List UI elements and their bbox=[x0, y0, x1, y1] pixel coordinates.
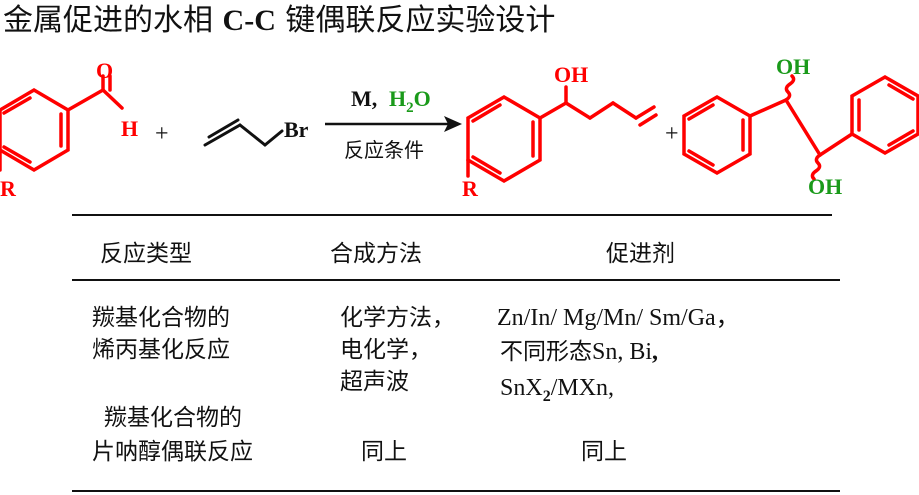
promoter-line2-comma: , bbox=[652, 339, 659, 365]
reagent-metal: M, bbox=[351, 86, 377, 111]
benzaldehyde-ring bbox=[0, 87, 70, 173]
plus-sign-1: + bbox=[155, 121, 169, 147]
reaction-arrow-head bbox=[444, 116, 462, 132]
page-title: 金属促进的水相 C-C 键偶联反应实验设计 bbox=[3, 2, 555, 40]
row1-method-line3: 超声波 bbox=[340, 369, 409, 395]
pinacol-right-ring bbox=[850, 74, 919, 156]
water-subscript: 2 bbox=[406, 100, 414, 116]
row1-type-line1: 羰基化合物的 bbox=[92, 305, 230, 331]
promoter-line3-subscript: 2 bbox=[542, 388, 551, 405]
pinacol-wavy-bond-top bbox=[784, 74, 796, 102]
promoter-line2-chinese: 不同形态 bbox=[500, 339, 592, 365]
row1-type-line2: 烯丙基化反应 bbox=[92, 337, 230, 363]
row1-method-line2: 电化学， bbox=[340, 337, 432, 363]
reagent-water: H2O bbox=[389, 86, 431, 116]
title-prefix: 金属促进的水相 bbox=[3, 3, 223, 38]
aldehyde-hydrogen-label: H bbox=[121, 116, 138, 141]
promoter-line3-mxn: /MXn, bbox=[550, 375, 615, 401]
row1-promoter-line1: Zn/In/ Mg/Mn/ Sm/Ga， bbox=[497, 305, 740, 331]
row1-promoter-line2: 不同形态Sn, Bi, bbox=[500, 337, 658, 367]
row2-type-line2: 片呐醇偶联反应 bbox=[92, 439, 253, 465]
water-o: O bbox=[414, 86, 431, 111]
row2-method: 同上 bbox=[361, 439, 407, 465]
plus-sign-2: + bbox=[665, 121, 679, 147]
title-suffix: 键偶联反应实验设计 bbox=[275, 3, 556, 38]
product-ring bbox=[466, 94, 542, 184]
header-promoter: 促进剂 bbox=[606, 241, 675, 267]
product-r-label: R bbox=[462, 176, 479, 200]
promoter-line3-snx: SnX bbox=[500, 375, 543, 401]
reaction-condition: 反应条件 bbox=[344, 138, 424, 162]
pinacol-wavy-bond-bottom bbox=[810, 153, 822, 181]
promoter-line2-metals: Sn, Bi bbox=[592, 339, 653, 365]
product-oh-label: OH bbox=[554, 62, 588, 87]
table-top-rule bbox=[72, 214, 832, 216]
row1-promoter-line3: SnX2/MXn, bbox=[500, 373, 614, 406]
benzaldehyde bbox=[0, 74, 124, 173]
water-h: H bbox=[389, 86, 406, 111]
row2-type-line1: 羰基化合物的 bbox=[104, 405, 242, 431]
row2-promoter: 同上 bbox=[581, 439, 627, 465]
table-bottom-rule bbox=[72, 490, 840, 492]
table-header-rule bbox=[72, 279, 840, 281]
pinacol-oh-bottom-label: OH bbox=[808, 174, 842, 199]
title-bold: C-C bbox=[222, 4, 276, 37]
bromine-label: Br bbox=[284, 117, 309, 142]
aldehyde-oxygen-label: O bbox=[96, 58, 113, 83]
homoallyl-alcohol bbox=[466, 85, 658, 184]
pinacol-oh-top-label: OH bbox=[776, 54, 810, 79]
header-synthesis-method: 合成方法 bbox=[330, 241, 422, 267]
header-reaction-type: 反应类型 bbox=[100, 241, 192, 267]
pinacol-left-ring bbox=[682, 94, 752, 176]
reaction-scheme: O H R + Br M, H2O 反应条件 bbox=[0, 54, 919, 200]
pinacol-product bbox=[682, 74, 919, 181]
aldehyde-r-label: R bbox=[0, 176, 17, 200]
row1-method-line1: 化学方法， bbox=[340, 305, 455, 331]
allyl-bromide bbox=[203, 118, 284, 147]
